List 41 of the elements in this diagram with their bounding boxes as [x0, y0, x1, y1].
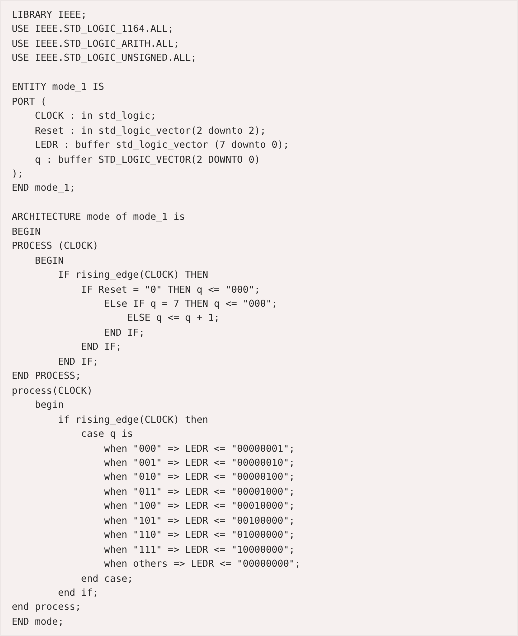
code-line: when "110" => LEDR <= "01000000"; — [103, 530, 296, 542]
code-line: END mode_1; — [12, 183, 76, 196]
code-line: ); — [12, 168, 24, 181]
code-line: IF rising_edge(CLOCK) THEN — [57, 270, 208, 282]
code-line: q : buffer STD_LOGIC_VECTOR(2 DOWNTO 0) — [34, 154, 260, 166]
code-line: END mode; — [12, 616, 64, 629]
code-line: when "101" => LEDR <= "00100000"; — [103, 516, 296, 528]
code-line: USE IEEE.STD_LOGIC_ARITH.ALL; — [12, 38, 180, 51]
code-line: USE IEEE.STD_LOGIC_1164.ALL; — [12, 24, 174, 36]
code-line: ARCHITECTURE mode of mode_1 is — [12, 212, 186, 224]
code-line: LIBRARY IEEE; — [12, 10, 88, 22]
code-line: BEGIN — [34, 256, 64, 268]
code-line: Reset : in std_logic_vector(2 downto 2); — [34, 126, 266, 138]
code-line: PORT ( — [12, 96, 47, 109]
code-line: when "001" => LEDR <= "00000010"; — [103, 458, 296, 470]
code-line: when "111" => LEDR <= "10000000"; — [103, 544, 296, 557]
code-line: BEGIN — [12, 226, 41, 239]
code-line: END IF; — [57, 356, 99, 369]
code-line: when others => LEDR <= "00000000"; — [103, 559, 301, 572]
code-line: LEDR : buffer std_logic_vector (7 downto 0); — [34, 140, 290, 152]
code-line: PROCESS (CLOCK) — [12, 241, 99, 254]
code-line: when "000" => LEDR <= "00000001"; — [103, 444, 296, 456]
code-line: end case; — [80, 574, 134, 586]
code-line: when "100" => LEDR <= "00010000"; — [103, 501, 296, 514]
code-line: ELse IF q = 7 THEN q <= "000"; — [103, 299, 278, 311]
code-line: ENTITY mode_1 IS — [12, 82, 104, 94]
code-line: end if; — [57, 588, 99, 600]
code-line: END IF; — [80, 342, 122, 354]
code-line: ELSE q <= q + 1; — [126, 313, 220, 326]
code-line: USE IEEE.STD_LOGIC_UNSIGNED.ALL; — [12, 53, 197, 66]
code-line: IF Reset = "0" THEN q <= "000"; — [80, 284, 260, 297]
code-line: END PROCESS; — [12, 371, 82, 384]
code-line: when "011" => LEDR <= "00001000"; — [103, 486, 296, 499]
code-line: CLOCK : in std_logic; — [34, 111, 156, 124]
code-line: case q is — [80, 429, 134, 442]
code-line: end process; — [12, 602, 82, 614]
code-line: process(CLOCK) — [12, 386, 93, 398]
code-line: when "010" => LEDR <= "00000100"; — [103, 472, 296, 484]
code-line: if rising_edge(CLOCK) then — [57, 414, 208, 427]
code-line: begin — [34, 400, 64, 412]
code-line: END IF; — [103, 328, 145, 340]
